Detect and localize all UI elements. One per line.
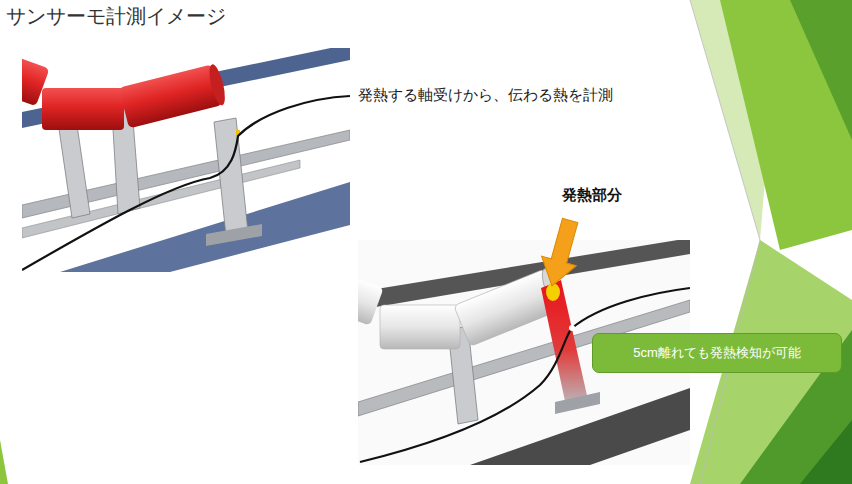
roller [119,63,228,128]
note-text: 5cm離れても発熱検知が可能 [633,345,801,361]
picture-ground [22,48,350,272]
sensor-cable [22,96,350,270]
roller-bracket [58,118,90,218]
deco-triangle [0,440,8,484]
roller-body [119,64,222,128]
roller-bracket [214,118,248,236]
sensor-point [569,325,575,331]
frame-beam [60,182,350,272]
pointer-arrow [535,216,588,291]
roller-end [206,63,228,107]
bracket-foot [555,392,600,414]
sensor-cable [360,288,690,462]
deco-triangle [720,0,852,250]
roller-body [42,88,124,130]
roller-body [380,305,460,349]
callout-label: 発熱する軸受けから、伝わる熱を計測 [358,86,613,105]
conveyor-picture-left [22,48,350,272]
slide-title: サンサーモ計測イメージ [6,4,226,29]
bracket-foot [206,224,262,246]
callout-label: 発熱部分 [562,186,622,205]
deco-triangle [790,0,852,140]
frame-beam [470,388,690,465]
note-box: 5cm離れても発熱検知が可能 [592,333,842,373]
deco-triangle [800,420,852,484]
deco-line [690,0,760,484]
